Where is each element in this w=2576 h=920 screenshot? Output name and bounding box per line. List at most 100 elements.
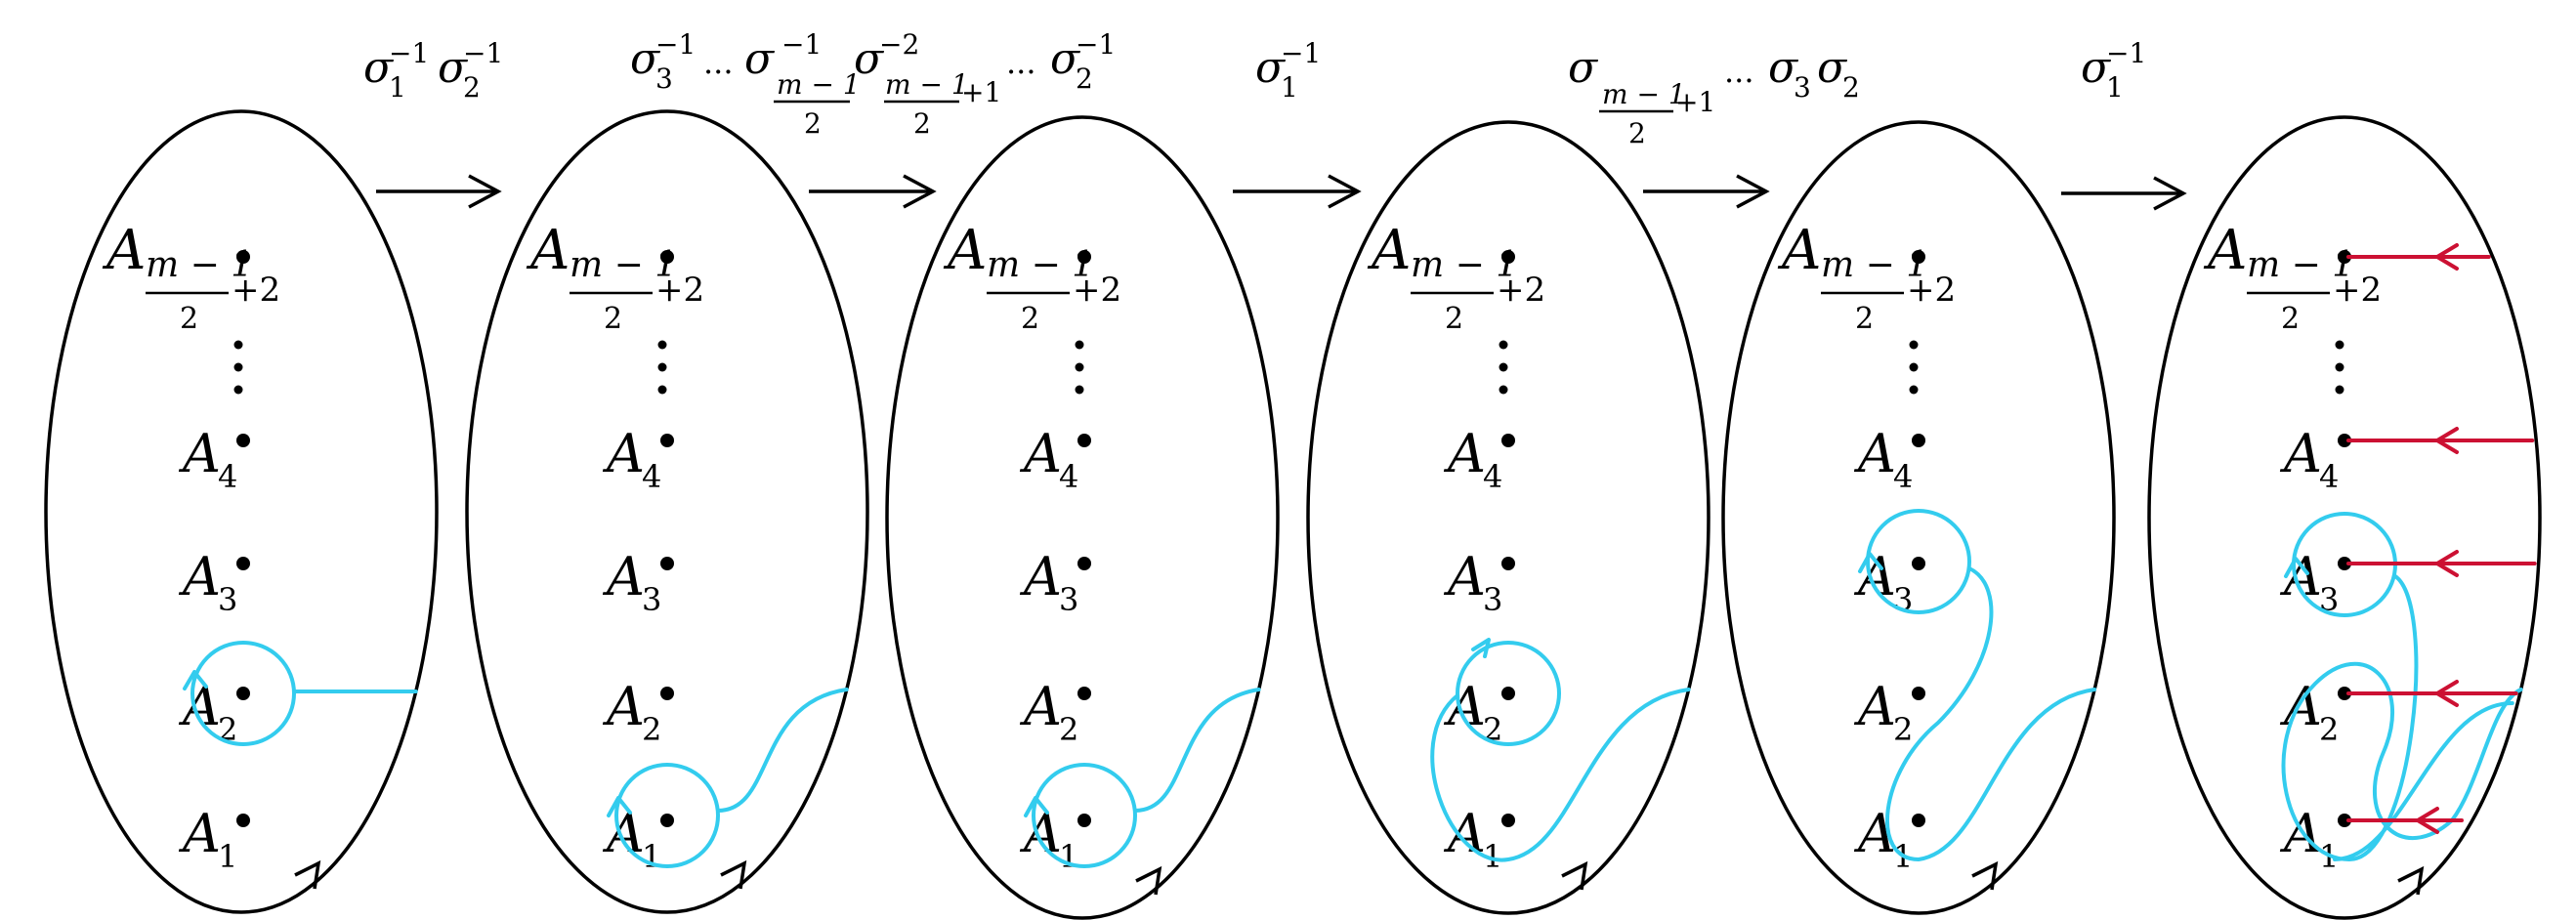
svg-text:A: A — [178, 676, 221, 737]
puncture-label-a4: A4 — [178, 423, 237, 495]
orientation-arrow-icon — [720, 859, 747, 890]
svg-text:A: A — [178, 803, 221, 864]
svg-text:2: 2 — [642, 711, 661, 748]
svg-text:A: A — [1777, 219, 1821, 282]
transition-arrow-1 — [376, 174, 502, 209]
svg-text:2: 2 — [2281, 302, 2300, 336]
puncture-label-a1: A1 — [1443, 803, 1502, 875]
svg-text:A: A — [2279, 423, 2322, 484]
svg-text:A: A — [178, 546, 221, 607]
svg-text:σ: σ — [630, 34, 661, 84]
svg-text:A: A — [1367, 219, 1411, 282]
svg-text:A: A — [1019, 676, 1062, 737]
svg-text:σ: σ — [1817, 43, 1848, 93]
puncture-point — [236, 814, 250, 827]
orientation-arrow-icon — [294, 859, 321, 890]
puncture-point — [1501, 687, 1515, 700]
disk-boundary — [44, 109, 439, 914]
svg-text:A: A — [602, 423, 645, 484]
puncture-point — [1912, 814, 1925, 827]
puncture-label-a4: A4 — [1853, 423, 1913, 495]
svg-text:σ: σ — [1568, 43, 1599, 93]
svg-text:A: A — [943, 219, 987, 282]
vertical-ellipsis — [1499, 340, 1508, 395]
puncture-point — [1077, 687, 1091, 700]
svg-text:A: A — [102, 219, 146, 282]
puncture-label-a3: A3 — [2279, 546, 2339, 618]
svg-text:A: A — [1443, 546, 1486, 607]
svg-text:+2: +2 — [2333, 271, 2382, 310]
puncture-point — [1501, 557, 1515, 570]
puncture-label-a1: A1 — [178, 803, 237, 875]
puncture-label-a2: A2 — [1019, 676, 1078, 748]
transition-label-4: σ m − 1 2 +1 ... σ 3 σ 2 — [1568, 43, 1860, 149]
svg-text:−1: −1 — [2106, 37, 2146, 69]
svg-text:2: 2 — [604, 302, 622, 336]
svg-text:−1: −1 — [1281, 37, 1321, 69]
curve — [607, 688, 849, 868]
svg-text:+1: +1 — [961, 76, 1001, 108]
svg-text:A: A — [526, 219, 570, 282]
transition-arrow-3 — [1233, 174, 1362, 209]
puncture-point — [660, 557, 674, 570]
puncture-label-a4: A4 — [1019, 423, 1078, 495]
svg-text:m − 1: m − 1 — [885, 68, 969, 101]
svg-text:A: A — [2279, 803, 2322, 864]
svg-text:−2: −2 — [879, 28, 919, 61]
puncture-point — [1501, 434, 1515, 447]
puncture-point — [236, 557, 250, 570]
puncture-point — [660, 250, 674, 264]
svg-text:4: 4 — [218, 458, 237, 495]
puncture-point — [1077, 250, 1091, 264]
disk-boundary — [885, 115, 1280, 920]
puncture-label-a3: A3 — [1443, 546, 1502, 618]
svg-text:2: 2 — [2319, 711, 2339, 748]
svg-text:+2: +2 — [655, 271, 704, 310]
svg-text:A: A — [1853, 546, 1896, 607]
svg-text:1: 1 — [1483, 838, 1502, 875]
svg-text:3: 3 — [2319, 581, 2339, 618]
svg-text:1: 1 — [218, 838, 237, 875]
svg-text:σ: σ — [854, 34, 885, 84]
svg-text:2: 2 — [1628, 117, 1646, 149]
puncture-point — [1077, 814, 1091, 827]
puncture-point — [1912, 687, 1925, 700]
svg-text:σ: σ — [744, 34, 776, 84]
svg-text:3: 3 — [1483, 581, 1502, 618]
svg-text:4: 4 — [1483, 458, 1502, 495]
puncture-point — [1077, 434, 1091, 447]
transition-arrow-5 — [2061, 176, 2187, 211]
orientation-arrow-icon — [1135, 865, 1162, 896]
vertical-ellipsis — [2335, 340, 2344, 395]
puncture-label-a1: A1 — [2279, 803, 2339, 875]
curve — [1858, 509, 2097, 861]
svg-text:3: 3 — [218, 581, 237, 618]
puncture-point — [2338, 557, 2351, 570]
puncture-point — [660, 687, 674, 700]
puncture-point — [660, 814, 674, 827]
transition-label-3: σ 1 −1 — [1255, 37, 1321, 104]
svg-text:A: A — [602, 546, 645, 607]
svg-text:+2: +2 — [1073, 271, 1121, 310]
puncture-point — [2338, 434, 2351, 447]
svg-text:4: 4 — [1059, 458, 1078, 495]
svg-text:4: 4 — [1893, 458, 1913, 495]
puncture-point — [2338, 687, 2351, 700]
puncture-label-a4: A4 — [602, 423, 661, 495]
svg-text:σ: σ — [438, 43, 469, 93]
svg-text:m − 1: m − 1 — [777, 68, 861, 101]
svg-text:2: 2 — [804, 107, 822, 140]
orientation-arrow-icon — [1561, 860, 1588, 891]
puncture-point — [2338, 814, 2351, 827]
svg-text:...: ... — [703, 44, 734, 81]
svg-text:3: 3 — [655, 63, 673, 95]
svg-text:...: ... — [1724, 53, 1754, 90]
